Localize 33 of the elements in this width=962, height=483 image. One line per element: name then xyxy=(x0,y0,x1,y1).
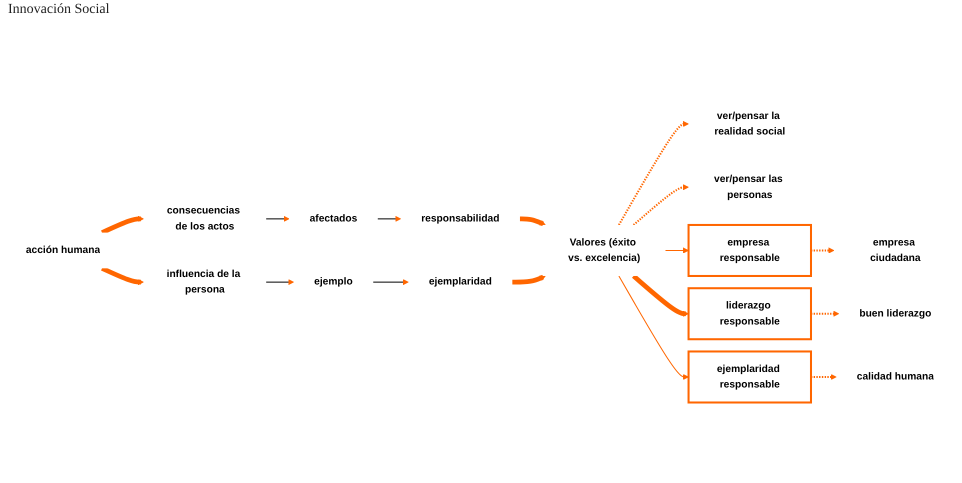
node-text: afectados xyxy=(310,212,358,224)
arrow xyxy=(665,247,689,253)
node-text: influencia de la persona xyxy=(166,268,240,295)
node-text: buen liderazgo xyxy=(859,306,932,319)
arrow xyxy=(378,215,402,222)
arrow xyxy=(373,278,409,285)
arrow xyxy=(519,216,546,226)
arrow xyxy=(811,247,834,253)
node-text: ver/pensar las personas xyxy=(714,172,783,200)
arrow xyxy=(618,275,689,380)
node-text: ejemplaridad xyxy=(428,275,492,287)
node-text: ver/pensar la realidad social xyxy=(714,110,786,136)
node-box: empresa responsable xyxy=(688,223,812,277)
arrow xyxy=(811,310,840,316)
diagram-title: Innovación Social xyxy=(8,2,110,18)
node-text: consecuencias de los actos xyxy=(166,204,240,232)
node-text: acción humana xyxy=(26,244,100,256)
arrow xyxy=(632,184,689,226)
arrow xyxy=(811,374,837,380)
arrow xyxy=(618,120,689,225)
arrow xyxy=(101,215,144,234)
node-text: Valores (éxito vs. excelencia) xyxy=(568,236,640,263)
arrow xyxy=(266,278,294,285)
node-box: liderazgo responsable xyxy=(688,286,812,340)
node-text: responsabilidad xyxy=(421,212,500,224)
arrow xyxy=(266,215,290,222)
arrow xyxy=(101,266,144,285)
node-box: ejemplaridad responsable xyxy=(688,350,812,404)
node-text: calidad humana xyxy=(856,370,934,382)
arrow xyxy=(512,274,546,284)
node-text: empresa ciudadana xyxy=(870,236,921,263)
node-text: ejemplo xyxy=(314,275,353,287)
arrow xyxy=(632,274,689,316)
